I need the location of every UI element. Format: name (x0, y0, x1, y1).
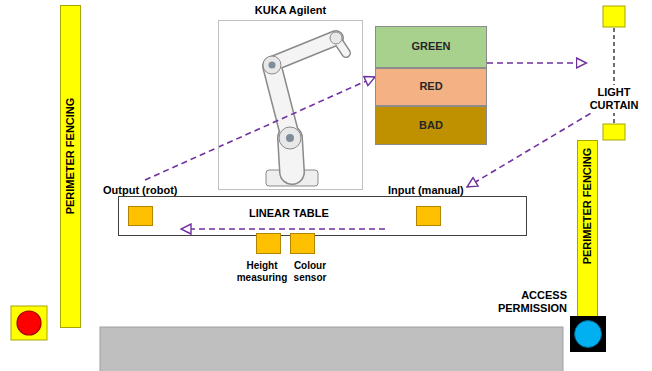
node-label: GREEN (411, 40, 450, 53)
access-button: ACCESS PERMISSION (570, 316, 606, 352)
node-label: KUKA Agilent (255, 4, 326, 17)
sorting-bin: RED (375, 68, 487, 106)
flow-arrow (181, 228, 385, 230)
colour-sensor: Colour sensor (293, 233, 328, 284)
emergency-button-housing (11, 306, 47, 340)
node-label: BAD (419, 119, 443, 132)
linear-table: LINEAR TABLE (118, 196, 527, 236)
robot-cell: KUKA Agilent (218, 20, 363, 190)
robot-joint (279, 127, 301, 149)
pallet-square (416, 206, 441, 226)
flow-arrow (145, 77, 375, 180)
sensor-square (256, 233, 281, 254)
sorting-bin: BAD (375, 106, 487, 145)
curtain-receiver (603, 124, 625, 140)
emergency-button (17, 311, 41, 335)
perimeter-fence: PERIMETER FENCING (577, 140, 598, 318)
node-label: PERIMETER FENCING (581, 148, 594, 265)
robot-joint-cap (286, 134, 294, 142)
access-light (574, 320, 602, 348)
node-label: ACCESS PERMISSION (498, 289, 567, 315)
node-label: LIGHT CURTAIN (588, 85, 641, 113)
node-label: RED (419, 80, 442, 93)
robot-forearm (272, 38, 336, 64)
sorting-bin: GREEN (375, 26, 487, 68)
output-station: Output (robot) (100, 180, 181, 232)
perimeter-fence: PERIMETER FENCING (60, 5, 81, 328)
robot-arm-outline (272, 66, 290, 136)
robot-arm (272, 66, 290, 136)
robot-joint (330, 32, 342, 44)
node-label: Height measuring (237, 260, 288, 284)
robot-forearm-outline (272, 38, 336, 64)
pallet-square (128, 206, 153, 226)
sensor-square (290, 233, 315, 254)
curtain-emitter (603, 6, 625, 27)
flow-arrow (487, 62, 587, 64)
robot-joint-cap (269, 62, 276, 69)
input-station: Input (manual) (385, 180, 467, 232)
node-label: PERIMETER FENCING (64, 98, 77, 215)
node-label: LINEAR TABLE (249, 207, 329, 220)
robot-joint (263, 56, 281, 74)
grey-bench (100, 327, 563, 371)
node-label: Colour sensor (294, 260, 327, 284)
height-sensor: Height measuring (236, 233, 289, 284)
light-curtain: LIGHT CURTAIN (587, 55, 642, 113)
